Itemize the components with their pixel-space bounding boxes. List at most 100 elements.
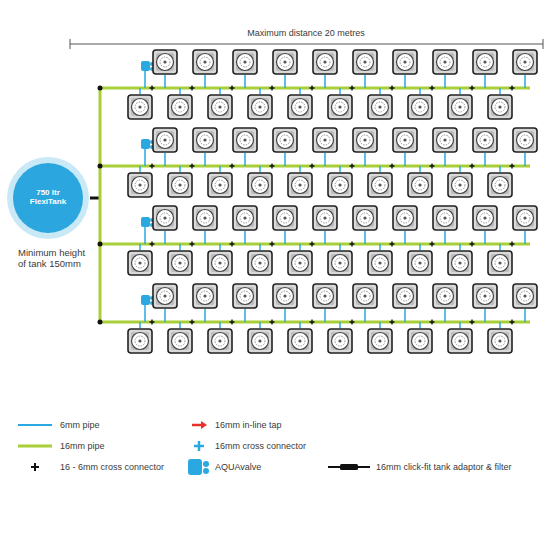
drip-pipe	[364, 231, 366, 244]
plant-pot	[168, 251, 192, 275]
plant-pot	[233, 50, 257, 74]
drip-pipe	[179, 88, 181, 94]
drip-pipe	[204, 309, 206, 322]
note-label: Minimum height of tank 150mm	[18, 248, 90, 270]
drip-pipe	[444, 309, 446, 322]
drip-pipe	[484, 75, 486, 88]
cross-connector	[230, 86, 235, 91]
drip-pipe	[244, 309, 246, 322]
plant-pot	[273, 284, 297, 308]
drip-pipe	[339, 244, 341, 250]
plant-pot	[288, 173, 312, 197]
plant-pot	[233, 128, 257, 152]
junction	[98, 86, 103, 91]
drip-pipe	[179, 322, 181, 328]
drip-pipe	[444, 75, 446, 88]
cross-connector	[430, 164, 435, 169]
cross-connector	[270, 86, 275, 91]
plant-pot	[208, 95, 232, 119]
drip-pipe	[259, 88, 261, 94]
drip-pipe	[484, 231, 486, 244]
drip-pipe	[524, 309, 526, 322]
plant-pot	[368, 251, 392, 275]
drip-pipe	[324, 309, 326, 322]
drip-pipe	[339, 88, 341, 94]
plant-pot	[273, 128, 297, 152]
drip-pipe	[139, 244, 141, 250]
plant-pot	[393, 206, 417, 230]
plant-pot	[208, 329, 232, 353]
drip-pipe	[379, 88, 381, 94]
drip-pipe	[404, 153, 406, 166]
drip-pipe	[339, 166, 341, 172]
drip-pipe	[364, 309, 366, 322]
cross-connector	[350, 164, 355, 169]
drip-pipe	[419, 322, 421, 328]
plant-pot	[513, 128, 537, 152]
drip-pipe	[324, 153, 326, 166]
plant-pot	[433, 206, 457, 230]
cross-connector	[350, 320, 355, 325]
cross-connector	[470, 242, 475, 247]
cross-connector	[310, 242, 315, 247]
cross-connector	[150, 242, 155, 247]
plant-pot	[233, 284, 257, 308]
plant-pot	[353, 284, 377, 308]
drip-pipe	[164, 309, 166, 322]
legend-sample	[188, 459, 209, 475]
drip-pipe	[299, 322, 301, 328]
drip-pipe	[404, 231, 406, 244]
drip-pipe	[459, 166, 461, 172]
drip-pipe	[179, 166, 181, 172]
drip-pipe	[219, 88, 221, 94]
plant-pot	[393, 50, 417, 74]
drip-pipe	[204, 75, 206, 88]
cross-connector	[510, 242, 515, 247]
plant-pot	[313, 50, 337, 74]
drip-pipe	[419, 166, 421, 172]
drip-pipe	[244, 153, 246, 166]
plant-pot	[448, 173, 472, 197]
cross-connector	[430, 320, 435, 325]
drip-pipe	[284, 231, 286, 244]
cross-connector	[470, 164, 475, 169]
plant-pot	[168, 173, 192, 197]
cross-connector	[390, 320, 395, 325]
drip-pipe	[259, 166, 261, 172]
drip-pipe	[324, 231, 326, 244]
dimension-label: Maximum distance 20 metres	[247, 28, 365, 38]
plant-pot	[153, 128, 177, 152]
plant-pot	[448, 329, 472, 353]
drip-pipe	[524, 231, 526, 244]
cross-connector	[310, 86, 315, 91]
plant-pot	[473, 284, 497, 308]
drip-pipe	[139, 88, 141, 94]
plant-pot	[128, 95, 152, 119]
cross-connector	[390, 86, 395, 91]
plant-pot	[433, 50, 457, 74]
plant-pot	[473, 128, 497, 152]
cross-connector	[430, 86, 435, 91]
aquavalve	[141, 139, 154, 149]
drip-pipe	[219, 322, 221, 328]
drip-pipe	[499, 166, 501, 172]
plant-pot	[368, 173, 392, 197]
cross-connector	[310, 164, 315, 169]
drip-pipe	[444, 153, 446, 166]
plant-pot	[368, 95, 392, 119]
plant-pot	[153, 50, 177, 74]
legend-text: 16mm click-fit tank adaptor & filter	[376, 462, 512, 472]
plant-pot	[248, 173, 272, 197]
drip-pipe	[284, 309, 286, 322]
plant-pot	[168, 329, 192, 353]
plant-pot	[353, 50, 377, 74]
legend-sample	[192, 421, 207, 429]
plant-pot	[513, 50, 537, 74]
drip-pipe	[259, 322, 261, 328]
cross-connector	[510, 164, 515, 169]
cross-connector	[230, 320, 235, 325]
cross-connector	[470, 86, 475, 91]
aquavalve	[141, 217, 154, 227]
drip-pipe	[299, 244, 301, 250]
drip-pipe	[299, 88, 301, 94]
